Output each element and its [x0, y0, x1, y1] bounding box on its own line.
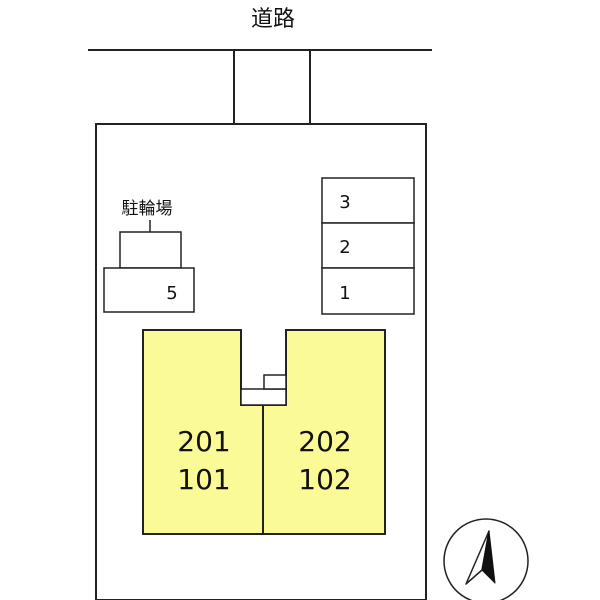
unit-left-lower-number: 101 [177, 463, 230, 496]
bicycle-parking-label: 駐輪場 [122, 199, 173, 219]
unit-left-upper-number: 201 [177, 425, 230, 458]
road-label: 道路 [251, 7, 295, 32]
north-arrow-icon [443, 518, 529, 600]
bicycle-parking-area [119, 231, 182, 269]
parking-slot-5 [103, 267, 195, 313]
parking-slot-1-number: 1 [339, 283, 350, 304]
site-boundary [95, 123, 427, 600]
entrance-step [240, 388, 287, 406]
parking-slot-5-number: 5 [166, 283, 177, 304]
entrance-door [263, 374, 287, 390]
parking-slot-2 [321, 222, 415, 269]
parking-slot-3-number: 3 [339, 192, 350, 213]
parking-slot-2-number: 2 [339, 237, 350, 258]
parking-slot-3 [321, 177, 415, 224]
parking-slot-1 [321, 267, 415, 315]
unit-right-upper-number: 202 [298, 425, 351, 458]
unit-right-lower-number: 102 [298, 463, 351, 496]
